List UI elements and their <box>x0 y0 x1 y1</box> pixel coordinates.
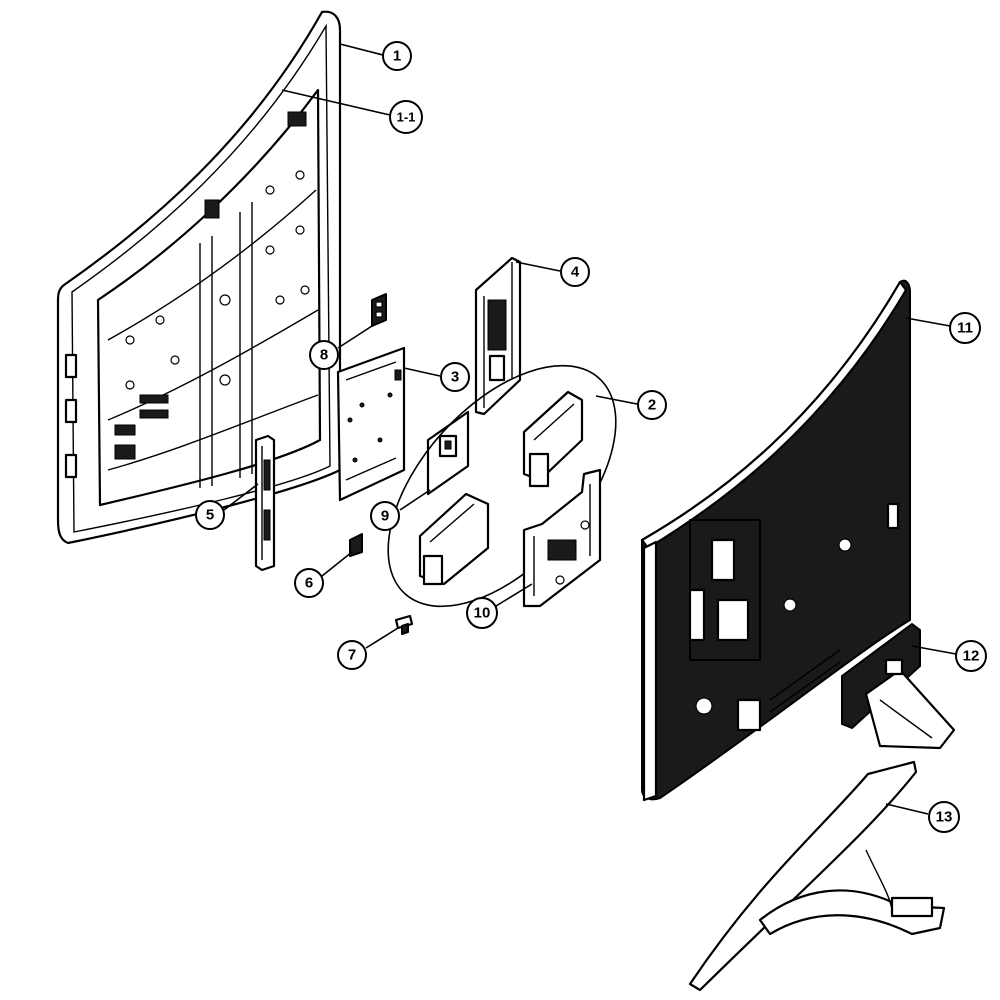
part-6-connector[interactable] <box>349 533 363 557</box>
callout-3-label: 3 <box>451 369 459 386</box>
callout-13: 13 <box>928 801 960 833</box>
leader-5 <box>223 483 259 511</box>
callout-10-label: 10 <box>474 605 491 622</box>
leader-lines <box>223 43 957 815</box>
leader-11 <box>905 317 951 327</box>
part-4-power-module[interactable] <box>474 256 522 416</box>
leader-8 <box>337 325 373 349</box>
part-9-sub-board[interactable] <box>426 410 470 496</box>
leader-10 <box>495 583 533 607</box>
leader-1-1 <box>281 89 391 116</box>
leader-2 <box>595 395 638 405</box>
callout-4-label: 4 <box>571 264 580 281</box>
callout-2: 2 <box>637 390 667 420</box>
callout-1-1-label: 1-1 <box>397 110 416 125</box>
leader-3 <box>403 367 441 377</box>
callout-5: 5 <box>195 500 225 530</box>
leader-1 <box>339 43 384 56</box>
callout-1-label: 1 <box>393 48 401 65</box>
callout-9-label: 9 <box>381 508 389 525</box>
callout-8-label: 8 <box>320 347 328 364</box>
part-5-side-bracket[interactable] <box>254 434 276 572</box>
callout-1: 1 <box>382 41 412 71</box>
part-1-front-chassis[interactable] <box>56 10 342 545</box>
part-7-screw[interactable] <box>394 614 414 635</box>
callout-6-label: 6 <box>305 575 313 592</box>
callout-7-label: 7 <box>348 647 356 664</box>
callout-4: 4 <box>560 257 590 287</box>
leader-6 <box>321 551 353 577</box>
callout-6: 6 <box>294 568 324 598</box>
callout-7: 7 <box>337 640 367 670</box>
part-3-main-board[interactable] <box>336 346 406 502</box>
callout-1-1: 1-1 <box>389 100 423 134</box>
callout-13-label: 13 <box>936 809 953 826</box>
callout-5-label: 5 <box>206 507 214 524</box>
part-10-stand-bracket[interactable] <box>522 468 602 608</box>
callout-11: 11 <box>949 312 981 344</box>
callout-3: 3 <box>440 362 470 392</box>
callout-12-label: 12 <box>963 648 980 665</box>
callout-8: 8 <box>309 340 339 370</box>
leader-12 <box>911 645 957 655</box>
leader-4 <box>515 261 561 272</box>
callout-9: 9 <box>370 501 400 531</box>
callout-2-label: 2 <box>648 397 656 414</box>
callout-10: 10 <box>466 597 498 629</box>
part-11-rear-cover[interactable] <box>640 279 911 802</box>
part-12-stand-neck[interactable] <box>841 623 956 750</box>
part-13-stand-base[interactable] <box>688 760 946 992</box>
leader-13 <box>885 803 929 815</box>
part-8-clip[interactable] <box>371 293 387 327</box>
callout-11-label: 11 <box>957 320 973 337</box>
part-2-speaker-group[interactable] <box>346 325 659 648</box>
leader-9 <box>399 489 431 511</box>
callout-12: 12 <box>955 640 987 672</box>
leader-7 <box>365 627 399 649</box>
